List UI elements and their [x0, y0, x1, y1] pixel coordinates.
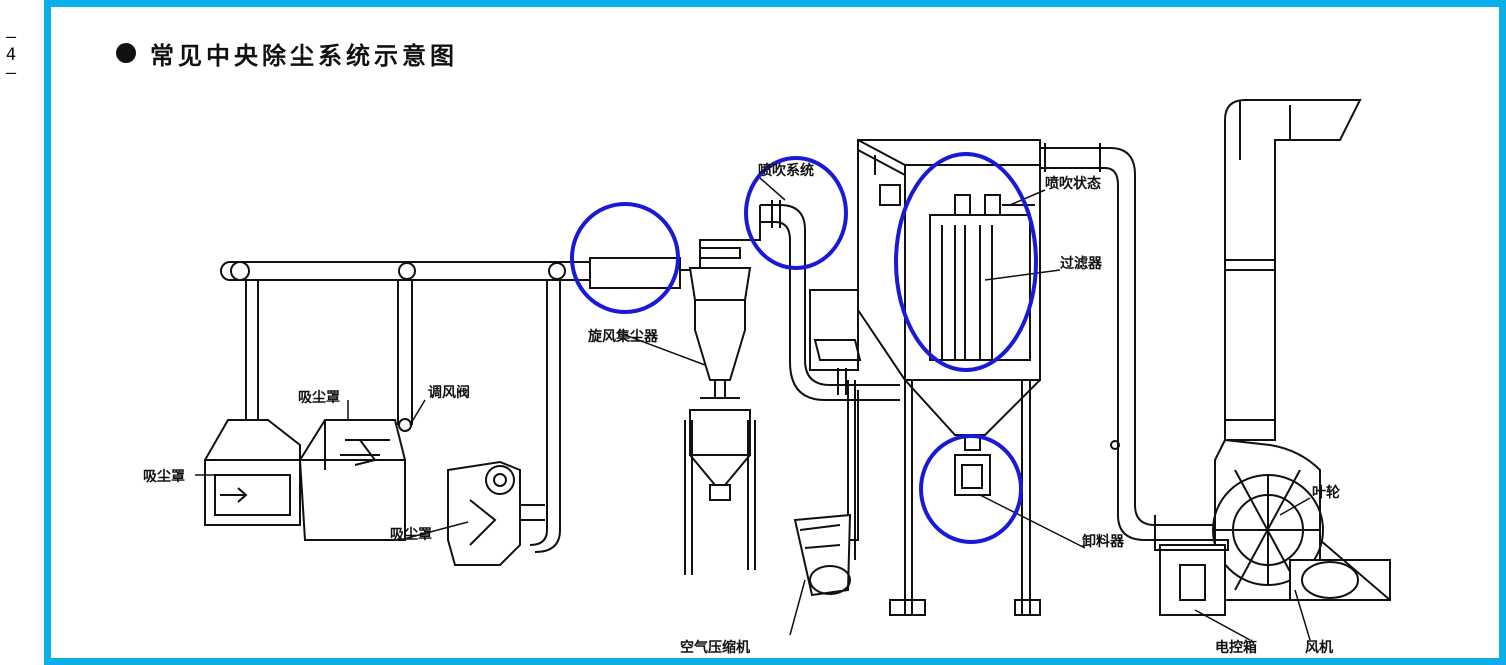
cyclone-to-filter-pipe	[760, 200, 900, 401]
hood-mid	[298, 419, 406, 541]
page-title: 常见中央除尘系统示意图	[150, 41, 458, 70]
filter-bags	[929, 194, 1035, 361]
title-row: 常见中央除尘系统示意图	[116, 36, 458, 70]
branch-pipes	[245, 280, 561, 553]
bag-filter-housing	[809, 139, 1041, 616]
label-discharger: 卸料器	[1082, 533, 1125, 550]
label-cyclone: 旋风集尘器	[587, 328, 659, 345]
highlight-duct-inlet	[570, 202, 680, 314]
highlight-filter-bags	[894, 152, 1038, 372]
cyclone-collector	[680, 205, 761, 575]
label-hood-right: 吸尘罩	[390, 527, 432, 543]
page-number: —4—	[5, 27, 17, 83]
label-fan: 风机	[1305, 639, 1333, 656]
outlet-pipe	[1040, 143, 1230, 548]
exhaust-stack	[1224, 99, 1362, 441]
label-hood-mid: 吸尘罩	[298, 390, 340, 406]
air-compressor	[793, 390, 859, 597]
label-control-box: 电控箱	[1215, 639, 1257, 656]
label-pulse-system: 喷吹系统	[758, 162, 814, 179]
centrifugal-fan	[1212, 438, 1391, 601]
leader-lines	[195, 177, 1311, 641]
label-impeller: 叶轮	[1312, 484, 1340, 501]
label-pulse-device: 喷吹状态	[1045, 175, 1101, 192]
hood-left	[204, 419, 301, 526]
highlight-circles	[570, 152, 1038, 544]
hood-right	[447, 460, 545, 566]
highlight-pipe-elbow	[744, 156, 848, 270]
main-duct	[220, 257, 681, 289]
label-compressor: 空气压缩机	[680, 639, 750, 656]
component-labels: 吸尘罩 吸尘罩 调风阀 吸尘罩 旋风集尘器 喷吹系统 喷吹状态 过滤器 卸料器 …	[143, 162, 1340, 656]
label-filter: 过滤器	[1060, 255, 1103, 272]
control-box	[1154, 539, 1229, 616]
label-damper: 调风阀	[428, 384, 470, 401]
rotary-discharger	[954, 434, 991, 496]
bullet-icon	[116, 43, 136, 63]
left-gutter: —4—	[0, 0, 44, 665]
highlight-discharger	[919, 434, 1023, 544]
label-hood-left: 吸尘罩	[143, 469, 185, 485]
